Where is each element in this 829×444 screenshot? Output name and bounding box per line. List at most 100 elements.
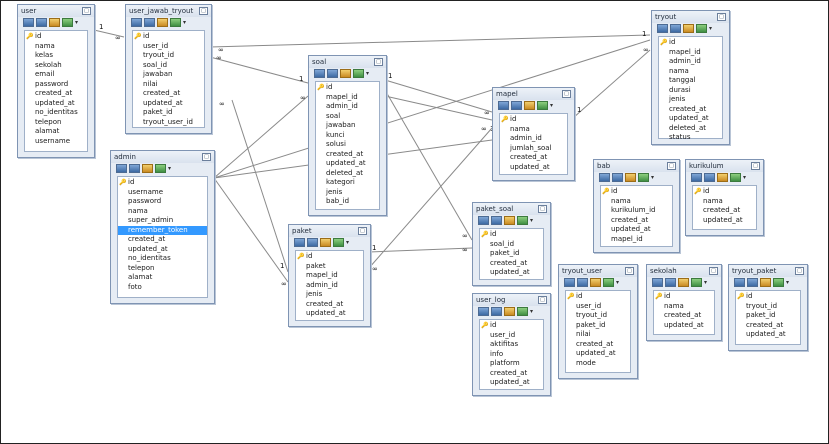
field-row[interactable]: tryout_user_id	[133, 118, 204, 128]
collapse-button[interactable]: □	[358, 227, 367, 235]
field-row[interactable]: updated_at	[480, 378, 543, 388]
field-row[interactable]: admin_id	[500, 134, 567, 144]
field-row[interactable]: tryout_id	[566, 311, 630, 321]
field-row[interactable]: kategori	[316, 178, 379, 188]
table-title-bar[interactable]: bab□	[594, 160, 679, 172]
primary-key-field[interactable]: 🔑id	[118, 178, 207, 188]
collapse-button[interactable]: □	[625, 267, 634, 275]
primary-key-field[interactable]: 🔑id	[296, 252, 363, 262]
field-row[interactable]: kunci	[316, 131, 379, 141]
primary-key-field[interactable]: 🔑id	[736, 292, 800, 302]
table-title-bar[interactable]: tryout_paket□	[729, 265, 807, 277]
table-grid-icon[interactable]	[657, 24, 668, 33]
field-row[interactable]: updated_at	[601, 225, 672, 235]
table-grid-icon[interactable]	[498, 101, 509, 110]
field-row[interactable]: kelas	[25, 51, 87, 61]
field-row[interactable]: updated_at	[736, 330, 800, 340]
field-row[interactable]: updated_at	[133, 99, 204, 109]
collapse-button[interactable]: □	[538, 205, 547, 213]
primary-key-field[interactable]: 🔑id	[316, 83, 379, 93]
primary-key-field[interactable]: 🔑id	[500, 115, 567, 125]
field-row[interactable]: soal_id	[480, 240, 543, 250]
field-row[interactable]: password	[118, 197, 207, 207]
field-row[interactable]: nama	[118, 207, 207, 217]
table-view-icon[interactable]	[327, 69, 338, 78]
field-row[interactable]: nama	[500, 125, 567, 135]
field-row[interactable]: telepon	[118, 264, 207, 274]
collapse-button[interactable]: □	[562, 90, 571, 98]
collapse-button[interactable]: □	[667, 162, 676, 170]
field-row[interactable]: created_at	[118, 235, 207, 245]
field-row[interactable]: password	[25, 80, 87, 90]
field-row[interactable]: kurikulum_id	[601, 206, 672, 216]
field-row[interactable]: bab_id	[316, 197, 379, 207]
chevron-down-icon[interactable]: ▾	[704, 279, 708, 286]
table-title-bar[interactable]: admin□	[111, 151, 214, 163]
primary-key-field[interactable]: 🔑id	[693, 187, 756, 197]
field-row[interactable]: paket_id	[480, 249, 543, 259]
field-row[interactable]: updated_at	[566, 349, 630, 359]
field-row[interactable]: updated_at	[659, 114, 722, 124]
relation-icon[interactable]	[170, 18, 181, 27]
edit-icon[interactable]	[760, 278, 771, 287]
field-row[interactable]: jenis	[659, 95, 722, 105]
field-row[interactable]: email	[25, 70, 87, 80]
table-grid-icon[interactable]	[691, 173, 702, 182]
chevron-down-icon[interactable]: ▾	[346, 239, 350, 246]
field-row[interactable]: updated_at	[118, 245, 207, 255]
table-title-bar[interactable]: soal□	[309, 56, 386, 68]
edit-icon[interactable]	[320, 238, 331, 247]
field-row[interactable]: no_identitas	[25, 108, 87, 118]
relation-icon[interactable]	[691, 278, 702, 287]
field-row[interactable]: jawaban	[133, 70, 204, 80]
field-row[interactable]: jenis	[316, 188, 379, 198]
chevron-down-icon[interactable]: ▾	[530, 217, 534, 224]
collapse-button[interactable]: □	[717, 13, 726, 21]
field-row[interactable]: mapel_id	[316, 93, 379, 103]
collapse-button[interactable]: □	[709, 267, 718, 275]
field-row[interactable]: username	[25, 137, 87, 147]
field-row[interactable]: mapel_id	[659, 48, 722, 58]
field-row[interactable]: paket	[296, 262, 363, 272]
field-row[interactable]: jawaban	[316, 121, 379, 131]
field-row[interactable]: created_at	[654, 311, 714, 321]
table-title-bar[interactable]: user_log□	[473, 294, 550, 306]
field-row[interactable]: updated_at	[316, 159, 379, 169]
field-row[interactable]: nilai	[133, 80, 204, 90]
table-grid-icon[interactable]	[314, 69, 325, 78]
field-row[interactable]: tanggal	[659, 76, 722, 86]
primary-key-field[interactable]: 🔑id	[601, 187, 672, 197]
primary-key-field[interactable]: 🔑id	[659, 38, 722, 48]
table-title-bar[interactable]: tryout□	[652, 11, 729, 23]
collapse-button[interactable]: □	[199, 7, 208, 15]
table-view-icon[interactable]	[144, 18, 155, 27]
field-row[interactable]: durasi	[659, 86, 722, 96]
field-row[interactable]: created_at	[566, 340, 630, 350]
field-row[interactable]: paket_id	[133, 108, 204, 118]
table-grid-icon[interactable]	[116, 164, 127, 173]
field-row[interactable]: admin_id	[316, 102, 379, 112]
relation-icon[interactable]	[155, 164, 166, 173]
field-row[interactable]: status	[659, 133, 722, 143]
field-row[interactable]: updated_at	[480, 268, 543, 278]
table-view-icon[interactable]	[665, 278, 676, 287]
edit-icon[interactable]	[625, 173, 636, 182]
field-row[interactable]: username	[118, 188, 207, 198]
field-row[interactable]: deleted_at	[659, 124, 722, 134]
relation-icon[interactable]	[730, 173, 741, 182]
field-row[interactable]: created_at	[659, 105, 722, 115]
field-row[interactable]: created_at	[25, 89, 87, 99]
collapse-button[interactable]: □	[374, 58, 383, 66]
field-row[interactable]: jumlah_soal	[500, 144, 567, 154]
relation-icon[interactable]	[517, 216, 528, 225]
field-row[interactable]: paket_id	[736, 311, 800, 321]
table-view-icon[interactable]	[612, 173, 623, 182]
collapse-button[interactable]: □	[538, 296, 547, 304]
